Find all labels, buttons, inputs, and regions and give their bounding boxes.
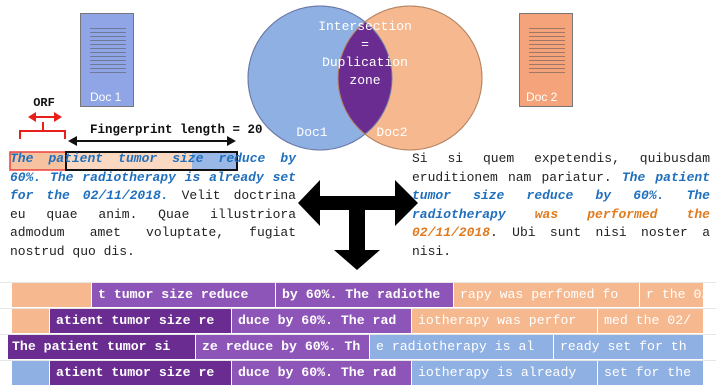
fingerprint-arrow [68,136,236,146]
fingerprint-window-outline [65,151,238,171]
strip2-seg-1: atient tumor size re [50,309,232,333]
right-duplicated-text: The patient tumor size reduce by 60%. Th… [412,169,710,222]
doc1-thumbnail: Doc 1 [80,13,134,107]
fingerprint-highlight-blue [192,152,237,170]
fingerprint-strip-2: atient tumor size re duce by 60%. The ra… [0,308,716,333]
strip2-seg-orf [12,309,50,333]
orf-label: ORF [33,96,55,110]
strip4-seg-3: iotherapy is already [412,361,598,385]
left-paragraph: The patient tumor size reduce by 60%. Th… [10,150,296,262]
right-date-text: the 02/11/2018 [412,206,710,241]
right-unique-text-start: Si si quem expetendis, quibusdam eruditi… [412,151,710,185]
right-unique-text-end: . Ubi sunt nisi noster a nisi. [412,225,710,259]
t-arrow-icon [298,180,418,270]
fingerprint-highlight-box [66,152,192,170]
strip3-seg-1: The patient tumor si [8,335,196,359]
left-unique-text: Velit doctrina eu quae anim. Quae illust… [10,188,296,259]
fingerprint-strip-1: t tumor size reduce by 60%. The radiothe… [0,282,716,307]
strip1-seg-4: r the 02 [640,283,704,307]
doc1-label: Doc 1 [90,90,122,104]
venn-intersection-label-2: = [361,37,369,52]
strip2-seg-4: med the 02/ [598,309,704,333]
left-duplicated-text: The patient tumor size reduce by 60%. Th… [10,151,296,204]
fingerprint-strip-3: The patient tumor si ze reduce by 60%. T… [0,334,716,359]
strip4-seg-2: duce by 60%. The rad [232,361,412,385]
orf-arrow [19,112,66,139]
strip1-seg-1: t tumor size reduce [92,283,276,307]
venn-right-label: Doc2 [376,125,407,140]
doc1-text-lines [90,28,126,76]
strip1-seg-orf [12,283,92,307]
venn-intersection-label-1: Intersection [318,19,412,34]
strip2-seg-2: duce by 60%. The rad [232,309,412,333]
venn-left-label: Doc1 [296,125,327,140]
venn-intersection [338,6,392,150]
right-changed-text: was performed [534,206,658,222]
right-paragraph: Si si quem expetendis, quibusdam eruditi… [412,150,710,262]
doc2-text-lines [529,28,565,76]
strip4-seg-4: set for the [598,361,704,385]
fingerprint-strip-4: atient tumor size re duce by 60%. The ra… [0,360,716,385]
doc2-label: Doc 2 [526,90,558,104]
strip3-seg-4: ready set for th [554,335,704,359]
venn-intersection-label-3: Duplication [322,55,408,70]
strip2-seg-3: iotherapy was perfor [412,309,598,333]
strip4-seg-orf [12,361,50,385]
strip3-seg-3: e radiotherapy is al [370,335,554,359]
strip1-seg-3: rapy was perfomed fo [454,283,640,307]
strip4-seg-1: atient tumor size re [50,361,232,385]
strip1-seg-2: by 60%. The radiothe [276,283,454,307]
venn-intersection-label-4: zone [349,73,380,88]
fingerprint-label: Fingerprint length = 20 [90,123,263,137]
doc2-thumbnail: Doc 2 [519,13,573,107]
strip3-seg-2: ze reduce by 60%. Th [196,335,370,359]
